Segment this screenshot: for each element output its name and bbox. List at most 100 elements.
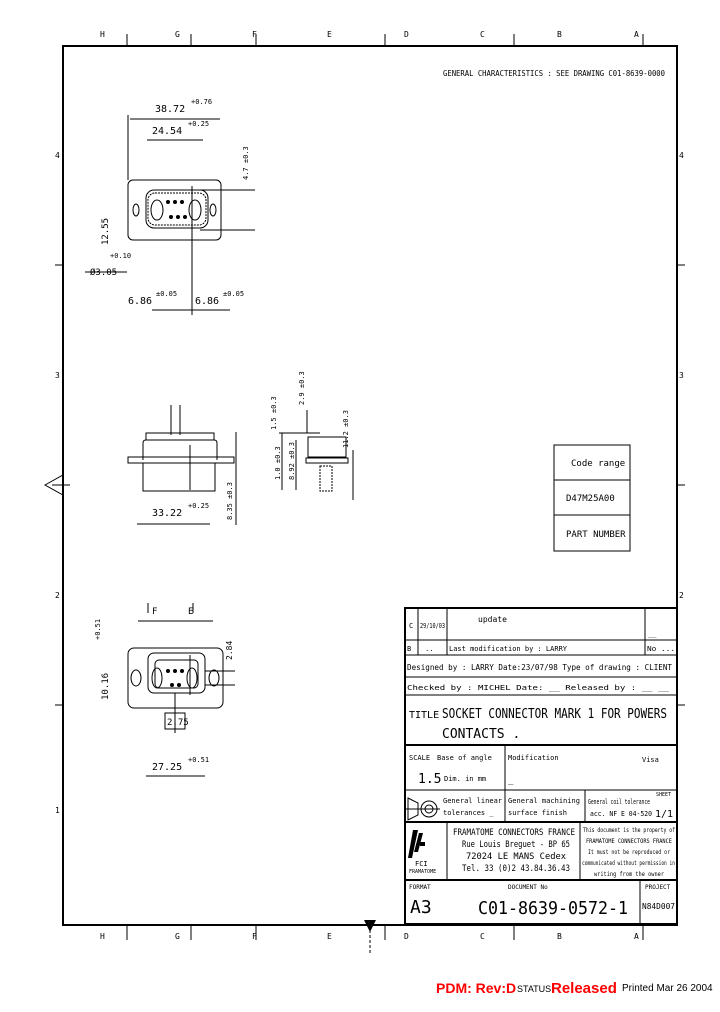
drawing-stroke [147, 192, 207, 226]
drawing-label: 11.2 ±0.3 [342, 410, 350, 448]
zone-label: G [175, 30, 180, 39]
drawing-stroke [408, 830, 423, 858]
drawing-stroke [553, 444, 631, 552]
drawing-label: Tel. 33 (0)2 43.84.36.43 [462, 864, 570, 874]
revision-letter: C [409, 622, 413, 630]
drawing-label: General linear [443, 797, 502, 805]
drawing-stroke [176, 215, 180, 219]
zone-label: C [480, 30, 485, 39]
drawing-label: 2.75 [167, 718, 189, 728]
drawing-label: 6.86 [195, 296, 219, 307]
zone-label: D [404, 932, 409, 941]
drawing-label: Code range [571, 459, 625, 469]
drawing-title: SOCKET CONNECTOR MARK 1 FOR POWERS [442, 707, 667, 722]
drawing-stroke [166, 200, 187, 219]
drawing-label: 24.54 [152, 126, 182, 137]
zone-labels: H G F E D C B A H G F E D C B A 4 3 2 1 … [55, 30, 684, 941]
zone-label: F [252, 932, 257, 941]
drawing-label: ±0.05 [223, 290, 244, 298]
zone-label: 3 [55, 371, 60, 380]
dim-d-label: 1.5 ±0.3 [270, 396, 278, 430]
zone-ticks [55, 34, 685, 940]
zone-label: H [100, 30, 105, 39]
drawing-label: Base of angle [437, 754, 492, 762]
drawing-label: DOCUMENT No [508, 884, 548, 891]
drawing-label: 38.72 [155, 104, 185, 115]
revision-letter: B [407, 645, 411, 653]
revision-description: update [478, 615, 507, 624]
drawing-label: __ [648, 630, 657, 638]
drawing-label: Rue Louis Breguet - BP 65 [462, 840, 570, 850]
drawing-label: surface finish [508, 809, 567, 817]
drawing-label: +0.51 [94, 619, 102, 640]
drawing-label: 2.9 ±0.3 [298, 371, 306, 405]
drawing-label: D47M25A00 [566, 494, 615, 504]
drawing-label: +0.10 [110, 252, 131, 260]
drawing-stroke [180, 669, 184, 673]
drawing-label: FRAMATOME CONNECTORS FRANCE [586, 837, 672, 845]
drawing-label: 6.86 [128, 296, 152, 307]
drawing-label: 12.55 [101, 218, 111, 245]
drawing-label: +0.51 [188, 756, 209, 764]
document-number: C01-8639-0572-1 [478, 898, 628, 919]
drawing-stroke [166, 200, 170, 204]
drawing-label: PART NUMBER [566, 530, 626, 540]
zone-label: C [480, 932, 485, 941]
drawing-stroke [183, 215, 187, 219]
drawing-label: Modification [508, 754, 559, 762]
drawing-stroke [166, 669, 170, 673]
drawing-stroke [169, 215, 173, 219]
drawing-stroke [173, 669, 177, 673]
fci-logo: FCI FRAMATOME [408, 830, 436, 875]
drawing-stroke [142, 439, 218, 460]
revision-date: .. [425, 645, 433, 653]
drawing-label: writing from the owner [594, 870, 664, 878]
zone-label: A [634, 30, 639, 39]
drawing-label: E [188, 607, 193, 617]
checked-by: Checked by : MICHEL Date: __ Released by… [407, 684, 670, 692]
drawing-stroke [208, 669, 220, 687]
drawing-label: communicated without permission in [582, 859, 675, 867]
zone-label: F [252, 30, 257, 39]
drawing-label: It must not be reproduced or [588, 848, 670, 856]
drawing-label: +0.76 [191, 98, 212, 106]
zone-label: D [404, 30, 409, 39]
drawing-stroke [188, 199, 202, 221]
zone-label: B [557, 932, 562, 941]
printed-date: Printed Mar 26 2004 [622, 983, 713, 994]
drawing-stroke [147, 652, 206, 694]
drawing-label: SHEET [656, 792, 671, 798]
drawing-stroke [305, 457, 349, 464]
side-view: 33.22 +0.25 8.35 ±0.3 2.9 ±0.3 1.0 ±0.3 … [127, 371, 354, 525]
designed-by: Designed by : LARRY Date:23/07/98 Type o… [407, 663, 672, 672]
zone-label: B [557, 30, 562, 39]
drawing-label: General machining [508, 797, 580, 805]
zone-label: G [175, 932, 180, 941]
drawing-stroke [173, 200, 177, 204]
drawing-label: 72024 LE MANS Cedex [466, 852, 567, 862]
zone-label: 2 [679, 591, 684, 600]
drawing-label: acc. NF E 04-520 [590, 810, 652, 818]
drawing-stroke [209, 203, 217, 217]
drawing-stroke [164, 712, 186, 730]
drawing-label: 33.22 [152, 508, 182, 519]
drawing-label: 2.84 [225, 641, 234, 660]
drawing-stroke [145, 189, 209, 229]
drawing-label: This document is the property of [583, 826, 675, 834]
drawing-label: Visa [642, 756, 659, 764]
drawing-label: No ... [647, 645, 675, 653]
general-characteristics-note: GENERAL CHARACTERISTICS : SEE DRAWING C0… [443, 69, 665, 78]
title-block: C 29/10/03 update __ B .. Last modificat… [404, 607, 678, 925]
drawing-stroke [151, 667, 163, 689]
drawing-label: F [152, 607, 157, 617]
drawing-stroke [132, 203, 140, 217]
drawing-label: 10.16 [101, 673, 111, 700]
zone-label: H [100, 932, 105, 941]
drawing-stroke [186, 667, 198, 689]
drawing-stroke [170, 683, 174, 687]
drawing-label: 8.92 ±0.3 [288, 442, 296, 480]
zone-label: 2 [55, 591, 60, 600]
drawing-stroke [177, 683, 181, 687]
drawing-title-cont: CONTACTS . [442, 727, 520, 742]
